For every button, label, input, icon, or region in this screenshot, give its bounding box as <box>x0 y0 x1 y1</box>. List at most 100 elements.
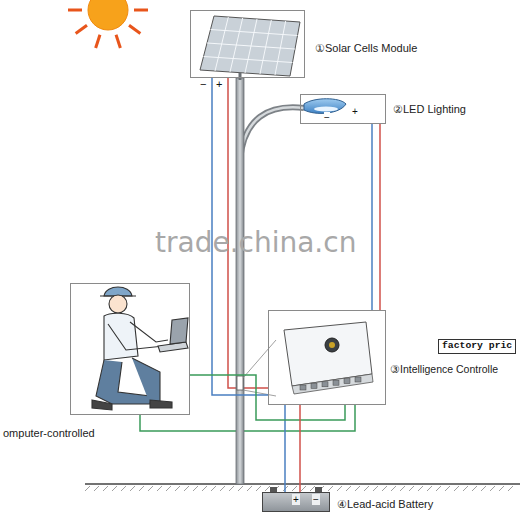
technician-shoe <box>150 400 172 408</box>
lamp-arm-highlight <box>240 107 304 160</box>
ground-hatch-stroke <box>418 486 423 491</box>
panel-cell-line <box>207 43 295 49</box>
ground-hatch-stroke <box>454 486 459 491</box>
terminal-screw <box>355 377 361 382</box>
controller-badge <box>325 338 339 352</box>
lamp-pole <box>236 78 244 484</box>
ground-hatch-stroke <box>148 486 153 491</box>
ground-hatch-stroke <box>103 486 108 491</box>
technician-arm <box>108 324 164 350</box>
lamp-arm <box>240 107 304 160</box>
ground-hatch-stroke <box>130 486 135 491</box>
technician-shirt <box>104 313 138 360</box>
technician-leg <box>132 358 160 404</box>
led-lens <box>314 107 338 112</box>
panel-mount <box>239 73 242 80</box>
red-wire <box>379 124 381 310</box>
callout-label: omputer-controlled <box>3 427 95 440</box>
wire-connector <box>371 124 373 310</box>
ground-hatch-stroke <box>247 486 252 491</box>
terminal-screw <box>322 382 328 387</box>
ground-hatch-stroke <box>229 486 234 491</box>
polarity-mark: + <box>292 494 300 505</box>
terminal-screw <box>344 379 350 384</box>
callout-label: ④Lead-acid Battery <box>337 498 433 511</box>
price-tag: factory pric <box>438 339 516 354</box>
ground-hatch-stroke <box>400 486 405 491</box>
computer-box: omputer-controlled <box>70 283 190 415</box>
zoom-line <box>243 340 276 378</box>
terminal-screw <box>300 385 306 390</box>
polarity-mark: + <box>216 78 222 90</box>
ground-hatch-stroke <box>490 486 495 491</box>
sun <box>88 0 128 30</box>
controller-terminal-strip <box>292 374 373 394</box>
callout-label: ①Solar Cells Module <box>315 42 417 55</box>
ground-hatch-stroke <box>85 486 90 491</box>
ground-hatch-stroke <box>175 486 180 491</box>
ground-hatch-stroke <box>292 486 297 491</box>
wire-connector <box>299 405 301 492</box>
sun-ray <box>68 9 82 12</box>
controller-badge-center <box>329 342 335 348</box>
ground-hatch-stroke <box>139 486 144 491</box>
ground-hatch-stroke <box>409 486 414 491</box>
ground-hatch-stroke <box>193 486 198 491</box>
ground-hatch-stroke <box>265 486 270 491</box>
polarity-mark: + <box>352 106 358 117</box>
controller-terminals <box>300 377 361 390</box>
technician-figure <box>92 287 188 410</box>
polarity-mark: − <box>200 78 206 90</box>
sun-ray <box>134 9 148 12</box>
ground-hatch-stroke <box>166 486 171 491</box>
ground-hatch-stroke <box>445 486 450 491</box>
ground-hatch-stroke <box>472 486 477 491</box>
pole-access-box <box>237 376 243 390</box>
sun-ray <box>116 35 120 48</box>
polarity-mark: − <box>324 112 330 123</box>
sun-rays <box>68 0 148 48</box>
ground-hatch-stroke <box>355 486 360 491</box>
ground-hatch-stroke <box>427 486 432 491</box>
callout-label: ③Intelligence Controlle <box>390 363 498 376</box>
green-wire <box>140 405 355 431</box>
ground-hatch-stroke <box>508 486 513 491</box>
ground-hatch-stroke <box>436 486 441 491</box>
solar-module-box: ①Solar Cells Module <box>190 10 305 78</box>
callout-label: ②LED Lighting <box>393 103 466 116</box>
ground-hatch-stroke <box>238 486 243 491</box>
sun-ray <box>76 25 87 33</box>
ground-hatch-stroke <box>337 486 342 491</box>
ground-hatch-stroke <box>391 486 396 491</box>
ground-line <box>85 483 520 485</box>
sun-ray <box>96 35 100 48</box>
ground-hatch-stroke <box>310 486 315 491</box>
panel-cell-line <box>204 57 293 63</box>
controller-box: ③Intelligence Controlle <box>268 310 386 405</box>
ground-hatch-stroke <box>373 486 378 491</box>
polarity-mark: − <box>312 494 320 505</box>
ground-hatch-stroke <box>463 486 468 491</box>
ground-hatch <box>85 486 513 491</box>
laptop-screen <box>170 318 188 344</box>
ground-hatch-stroke <box>112 486 117 491</box>
panel-cell-line <box>211 30 298 36</box>
panel-grid <box>204 17 298 75</box>
ground-hatch-stroke <box>211 486 216 491</box>
terminal-screw <box>333 380 339 385</box>
solar-panel <box>200 16 300 76</box>
led-lighting-box: ②LED Lighting <box>300 94 386 124</box>
ground-hatch-stroke <box>121 486 126 491</box>
ground-hatch-stroke <box>256 486 261 491</box>
ground-hatch-stroke <box>157 486 162 491</box>
ground-hatch-stroke <box>346 486 351 491</box>
technician-shoe <box>92 400 112 410</box>
technician-head <box>109 295 127 313</box>
ground-hatch-stroke <box>184 486 189 491</box>
technician-arm <box>130 322 168 342</box>
blue-wire <box>284 405 286 492</box>
ground-hatch-stroke <box>301 486 306 491</box>
sun-ray <box>129 25 140 33</box>
